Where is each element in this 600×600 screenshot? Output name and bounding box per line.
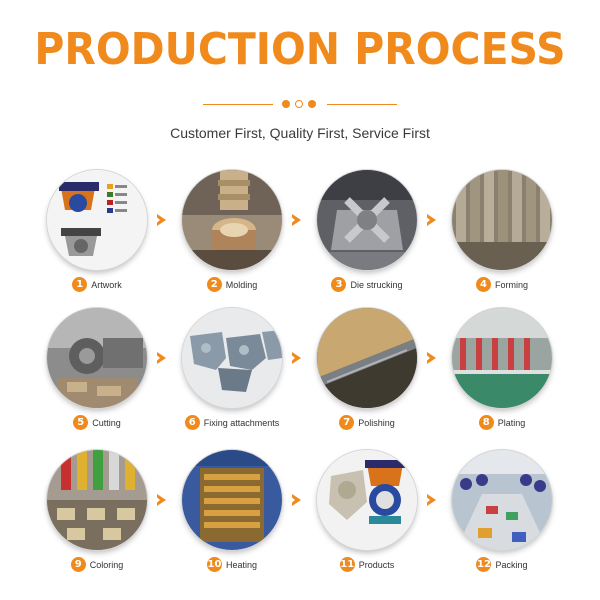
molding-photo bbox=[182, 170, 282, 270]
step-label: Molding bbox=[225, 279, 258, 290]
step-label: Coloring bbox=[89, 559, 124, 570]
step-label: Polishing bbox=[358, 417, 395, 428]
subtitle: Customer First, Quality First, Service F… bbox=[170, 125, 430, 141]
die-strucking-photo bbox=[317, 170, 417, 270]
step-label: Packing bbox=[495, 559, 528, 570]
cutting-photo bbox=[47, 308, 147, 408]
coloring-photo bbox=[47, 450, 147, 550]
step-number-badge: 8 bbox=[478, 415, 494, 431]
step-number-badge: 10 bbox=[206, 557, 222, 573]
step-number-badge: 7 bbox=[339, 415, 355, 431]
polishing-photo bbox=[317, 308, 417, 408]
step-label: Cutting bbox=[92, 417, 121, 428]
step-label: Heating bbox=[225, 559, 258, 570]
step-number-badge: 9 bbox=[70, 557, 86, 573]
title-divider-right bbox=[327, 104, 397, 105]
forming-photo bbox=[452, 170, 552, 270]
chevron-right-icon bbox=[288, 494, 301, 506]
step-label: Products bbox=[358, 559, 395, 570]
step-number-badge: 6 bbox=[184, 415, 200, 431]
dot-icon bbox=[308, 100, 316, 108]
chevron-right-icon bbox=[153, 214, 166, 226]
artwork-photo bbox=[47, 170, 147, 270]
step-label: Artwork bbox=[91, 279, 122, 290]
dot-icon bbox=[282, 100, 290, 108]
step-label: Forming bbox=[494, 279, 528, 290]
step-label: Plating bbox=[497, 417, 526, 428]
chevron-right-icon bbox=[423, 494, 436, 506]
step-number-badge: 5 bbox=[73, 415, 89, 431]
decorative-dots bbox=[282, 100, 318, 109]
step-number-badge: 11 bbox=[339, 557, 355, 573]
step-number-badge: 2 bbox=[206, 277, 222, 293]
step-number-badge: 1 bbox=[72, 277, 88, 293]
title-divider-left bbox=[203, 104, 273, 105]
page-title: PRODUCTION PROCESS bbox=[34, 24, 566, 75]
chevron-right-icon bbox=[288, 214, 301, 226]
step-label: Fixing attachments bbox=[203, 417, 280, 428]
chevron-right-icon bbox=[423, 214, 436, 226]
heating-photo bbox=[182, 450, 282, 550]
chevron-right-icon bbox=[153, 494, 166, 506]
step-label: Die strucking bbox=[350, 279, 403, 290]
plating-photo bbox=[452, 308, 552, 408]
chevron-right-icon bbox=[153, 352, 166, 364]
dot-outline-icon bbox=[295, 100, 303, 108]
step-number-badge: 3 bbox=[331, 277, 347, 293]
step-number-badge: 12 bbox=[476, 557, 492, 573]
chevron-right-icon bbox=[288, 352, 301, 364]
packing-photo bbox=[452, 450, 552, 550]
chevron-right-icon bbox=[423, 352, 436, 364]
step-number-badge: 4 bbox=[475, 277, 491, 293]
fixing-attachments-photo bbox=[182, 308, 282, 408]
products-photo bbox=[317, 450, 417, 550]
